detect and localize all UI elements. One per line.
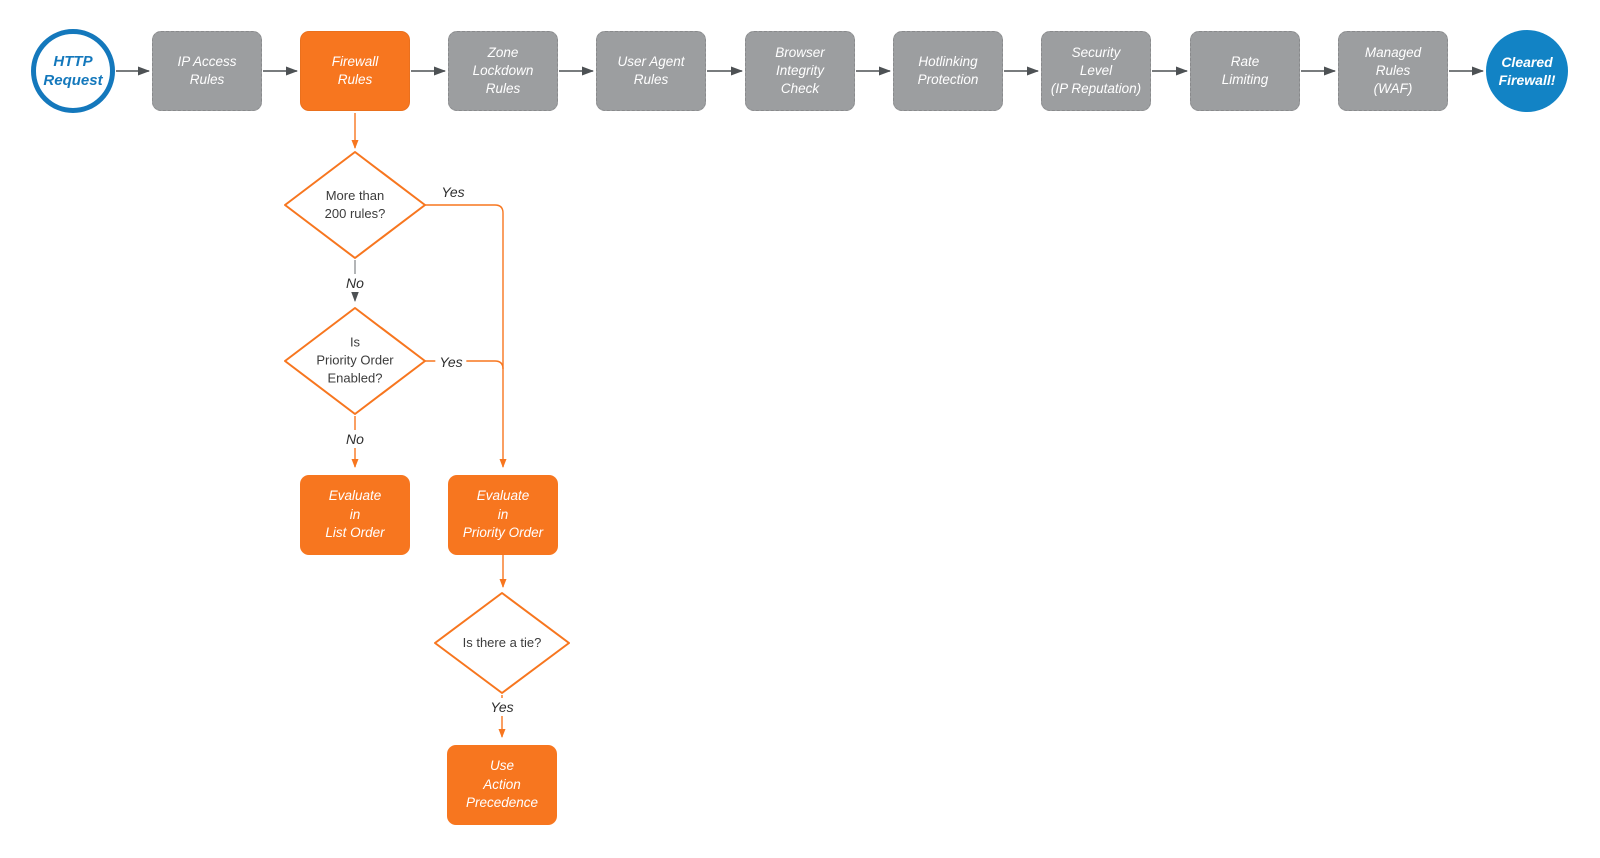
edge-decision1-yes [425,204,507,468]
decision2-label: Is Priority Order Enabled? [316,334,394,387]
edge-decision2-yes [425,360,504,370]
node-cleared-firewall: Cleared Firewall! [1486,30,1568,112]
decision1-diamond-shape [284,151,426,259]
node-managed-rules-waf-label: Managed Rules (WAF) [1364,45,1422,96]
node-security-level: Security Level (IP Reputation) [1041,31,1151,111]
node-user-agent-rules: User Agent Rules [596,31,706,111]
node-user-agent-rules-label: User Agent Rules [617,54,685,87]
node-evaluate-in-list-order-label: Evaluate in List Order [325,488,385,541]
node-evaluate-in-priority-order-label: Evaluate in Priority Order [462,488,544,541]
node-evaluate-in-priority-order: Evaluate in Priority Order [448,475,558,555]
node-cleared-firewall-label: Cleared Firewall! [1498,53,1556,88]
node-firewall-rules: Firewall Rules [300,31,410,111]
edge-label-decision1-no: No [342,274,368,292]
node-zone-lockdown-rules-label: Zone Lockdown Rules [472,45,534,96]
decision3-diamond-shape [434,592,570,694]
decision2-diamond-shape [284,307,426,415]
node-zone-lockdown-rules: Zone Lockdown Rules [448,31,558,111]
node-browser-integrity-check: Browser Integrity Check [745,31,855,111]
edge-label-decision1-yes: Yes [441,184,465,200]
node-security-level-label: Security Level (IP Reputation) [1050,45,1142,96]
node-rate-limiting-label: Rate Limiting [1221,54,1269,87]
node-use-action-precedence: Use Action Precedence [447,745,557,825]
edge-label-decision3-yes: Yes [486,698,518,716]
node-http-request-label: HTTP Request [43,52,103,90]
node-ip-access-rules: IP Access Rules [152,31,262,111]
node-ip-access-rules-label: IP Access Rules [177,54,237,87]
decision3-label: Is there a tie? [462,634,542,650]
edge-label-decision2-no: No [342,430,368,448]
node-use-action-precedence-label: Use Action Precedence [465,758,539,811]
decision1-label: More than 200 rules? [324,187,386,221]
node-browser-integrity-check-label: Browser Integrity Check [775,45,825,96]
node-managed-rules-waf: Managed Rules (WAF) [1338,31,1448,111]
node-http-request: HTTP Request [31,29,115,113]
node-evaluate-in-list-order: Evaluate in List Order [300,475,410,555]
edge-label-decision2-yes: Yes [435,353,467,371]
node-rate-limiting: Rate Limiting [1190,31,1300,111]
node-hotlinking-protection: Hotlinking Protection [893,31,1003,111]
node-hotlinking-protection-label: Hotlinking Protection [917,54,979,87]
node-firewall-rules-label: Firewall Rules [331,54,379,87]
